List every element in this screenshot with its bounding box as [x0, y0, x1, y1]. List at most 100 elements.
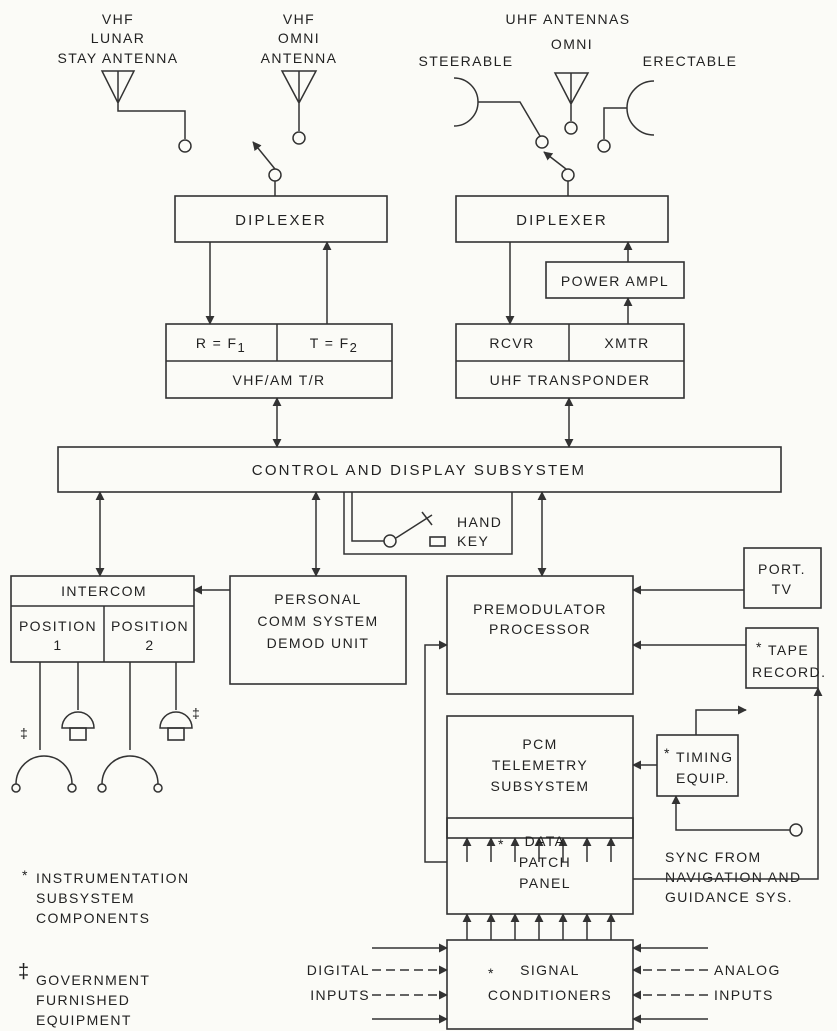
- position-1-label-line-1: POSITION: [19, 618, 97, 634]
- sync-to-timing-arrow: [671, 795, 790, 831]
- sync-label-line-2: NAVIGATION AND: [665, 869, 802, 885]
- port-tv-block: PORT. TV: [743, 547, 822, 609]
- premodulator-processor-block: PREMODULATOR PROCESSOR: [446, 575, 634, 695]
- digital-inputs-label-line-1: DIGITAL: [307, 962, 370, 978]
- pcm-label-line-1: PCM: [522, 736, 557, 752]
- power-ampl-label: POWER AMPL: [561, 273, 669, 289]
- hand-key-icon: [343, 492, 513, 555]
- vhf-omni-antenna-icon: [280, 70, 318, 145]
- patch-to-premod-line: [424, 640, 448, 863]
- vhf-lunar-label-line-1: VHF: [102, 11, 134, 27]
- timing-label-line-1: TIMING: [676, 749, 733, 765]
- hand-key-label-line-1: HAND: [457, 514, 502, 530]
- position-1-label-line-2: 1: [53, 637, 62, 653]
- timing-to-tape-arrow: [695, 705, 747, 735]
- premodulator-label-line-2: PROCESSOR: [489, 621, 591, 637]
- data-patch-mark: *: [498, 836, 505, 852]
- uhf-omni-label: OMNI: [551, 36, 593, 52]
- uhf-steerable-label: STEERABLE: [418, 53, 513, 69]
- uhf-transponder-label: UHF TRANSPONDER: [490, 372, 651, 388]
- power-ampl-block: POWER AMPL: [545, 261, 685, 299]
- position-1-headset-icon: ‡: [11, 662, 77, 793]
- position-2-microphone-icon: ‡: [159, 662, 201, 741]
- signal-conditioners-mark: *: [488, 965, 495, 981]
- pcm-telemetry-block: PCM TELEMETRY SUBSYSTEM: [446, 715, 634, 839]
- uhf-antenna-switch-icon: [543, 151, 575, 196]
- timing-equip-block: * TIMING EQUIP.: [656, 734, 739, 797]
- tape-record-label-line-2: RECORD.: [752, 664, 826, 680]
- digital-inputs-arrows: [372, 943, 448, 1024]
- position-1-gfe-mark: ‡: [20, 725, 29, 741]
- signal-conditioners-label-line-1: SIGNAL: [520, 962, 580, 978]
- vhf-lunar-label-line-3: STAY ANTENNA: [57, 50, 178, 66]
- legend-dagger-line-1: GOVERNMENT: [36, 972, 150, 988]
- uhf-omni-antenna-icon: [553, 72, 590, 135]
- conditioners-to-patch-bus: [462, 913, 616, 940]
- vhf-am-tr-block: R = F1 T = F2 VHF/AM T/R: [165, 323, 393, 399]
- analog-inputs-arrows: [632, 943, 708, 1024]
- timing-label-line-2: EQUIP.: [676, 770, 730, 786]
- data-patch-label-line-3: PANEL: [519, 875, 571, 891]
- vhf-omni-antenna-label: VHF OMNI ANTENNA: [261, 11, 338, 66]
- legend-asterisk-line-1: INSTRUMENTATION: [36, 870, 189, 886]
- data-patch-label-line-1: DATA: [525, 833, 566, 849]
- data-patch-label-line-2: PATCH: [519, 854, 571, 870]
- personal-comm-label-line-1: PERSONAL: [274, 591, 361, 607]
- pcm-label-line-2: TELEMETRY: [492, 757, 588, 773]
- premodulator-label-line-1: PREMODULATOR: [473, 601, 607, 617]
- vhf-diplexer-block: DIPLEXER: [174, 195, 388, 243]
- personal-comm-block: PERSONAL COMM SYSTEM DEMOD UNIT: [229, 575, 407, 685]
- sync-label-line-1: SYNC FROM: [665, 849, 762, 865]
- patch-to-tape-arrow: [633, 687, 823, 880]
- signal-conditioners-block: * SIGNAL CONDITIONERS: [446, 939, 634, 1030]
- hand-key-label-line-2: KEY: [457, 533, 489, 549]
- vhf-lunar-label-line-2: LUNAR: [91, 30, 145, 46]
- uhf-transponder-block: RCVR XMTR UHF TRANSPONDER: [455, 323, 685, 399]
- vhf-transmit-label: T = F2: [310, 335, 358, 355]
- signal-conditioners-label-line-2: CONDITIONERS: [488, 987, 612, 1003]
- vhf-diplexer-label: DIPLEXER: [235, 212, 327, 229]
- legend-asterisk-line-3: COMPONENTS: [36, 910, 150, 926]
- legend-asterisk-symbol: *: [22, 867, 29, 883]
- vhf-omni-label-line-3: ANTENNA: [261, 50, 338, 66]
- legend-dagger-line-3: EQUIPMENT: [36, 1012, 132, 1028]
- timing-mark: *: [664, 745, 671, 761]
- control-display-label: CONTROL AND DISPLAY SUBSYSTEM: [252, 462, 586, 479]
- sync-input-terminal: [789, 823, 803, 837]
- vhf-omni-label-line-1: VHF: [283, 11, 315, 27]
- vhf-lunar-antenna-icon: [100, 70, 192, 153]
- port-tv-label-line-2: TV: [772, 581, 793, 597]
- position-2-label-line-1: POSITION: [111, 618, 189, 634]
- port-tv-label-line-1: PORT.: [758, 561, 806, 577]
- legend-asterisk-line-2: SUBSYSTEM: [36, 890, 135, 906]
- digital-inputs-label-line-2: INPUTS: [310, 987, 370, 1003]
- control-display-subsystem-block: CONTROL AND DISPLAY SUBSYSTEM: [57, 446, 782, 493]
- tape-record-block: * TAPE RECORD.: [745, 627, 826, 689]
- intercom-label: INTERCOM: [61, 583, 147, 599]
- data-patch-panel-visible: * DATA PATCH PANEL: [446, 817, 634, 915]
- vhf-omni-label-line-2: OMNI: [278, 30, 320, 46]
- uhf-erectable-label: ERECTABLE: [643, 53, 738, 69]
- sync-label-line-3: GUIDANCE SYS.: [665, 889, 793, 905]
- position-2-label-line-2: 2: [145, 637, 154, 653]
- legend-government: ‡ GOVERNMENT FURNISHED EQUIPMENT: [18, 961, 150, 1028]
- uhf-xmtr-label: XMTR: [604, 335, 649, 351]
- position-2-headset-icon: [97, 662, 163, 793]
- vhf-am-tr-label: VHF/AM T/R: [232, 372, 325, 388]
- uhf-diplexer-block: DIPLEXER: [455, 195, 669, 243]
- uhf-antennas-label: UHF ANTENNAS: [506, 11, 631, 27]
- vhf-lunar-stay-antenna-label: VHF LUNAR STAY ANTENNA: [57, 11, 178, 66]
- legend-instrumentation: * INSTRUMENTATION SUBSYSTEM COMPONENTS: [22, 867, 189, 926]
- position-2-gfe-mark: ‡: [192, 705, 201, 721]
- legend-dagger-symbol: ‡: [18, 961, 31, 983]
- vhf-receive-label: R = F1: [196, 335, 246, 355]
- legend-dagger-line-2: FURNISHED: [36, 992, 130, 1008]
- personal-comm-label-line-3: DEMOD UNIT: [267, 635, 370, 651]
- patch-to-pcm-bus: [462, 837, 616, 862]
- uhf-steerable-antenna-icon: [453, 77, 549, 149]
- analog-inputs-label-line-1: ANALOG: [714, 962, 781, 978]
- uhf-erectable-antenna-icon: [597, 80, 655, 153]
- uhf-diplexer-label: DIPLEXER: [516, 212, 608, 229]
- pcm-label-line-3: SUBSYSTEM: [491, 778, 590, 794]
